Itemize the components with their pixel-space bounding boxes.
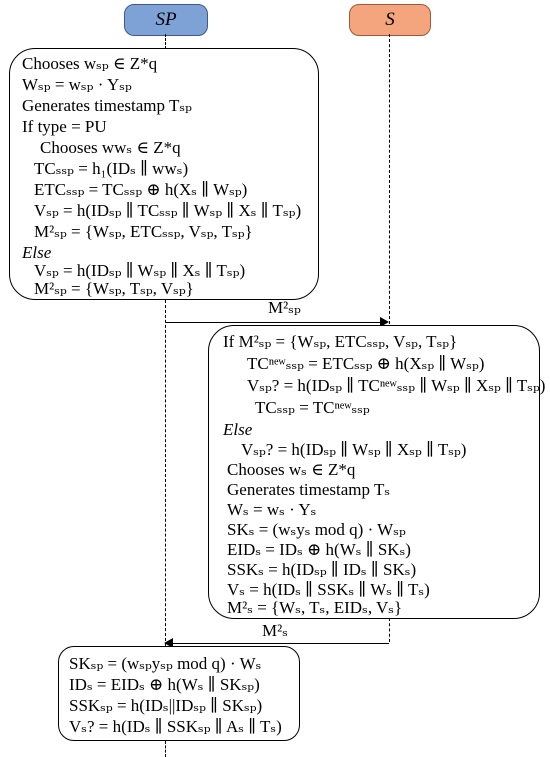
lifeline-sp-mid [165,300,166,646]
box3-line: IDₛ = EIDₛ ⊕ h(Wₛ ∥ SKₛₚ) [69,675,260,694]
box2-line: TCⁿᵉʷₛₛₚ = ETCₛₛₚ ⊕ h(Xₛₚ ∥ Wₛₚ) [247,354,485,373]
box2-line: SKₛ = (wₛyₛ mod q) · Wₛₚ [227,520,406,539]
lifeline-s-bottom [389,618,390,642]
lifeline-s-top [389,34,390,324]
box2-line: Vₛₚ? = h(IDₛₚ ∥ TCⁿᵉʷₛₛₚ ∥ Wₛₚ ∥ Xₛₚ ∥ T… [247,376,546,395]
s-computation-box: If M²ₛₚ = {Wₛₚ, ETCₛₛₚ, Vₛₚ, Tₛₚ} TCⁿᵉʷₛ… [208,325,545,619]
box2-line: Chooses wₛ ∈ Z*q [227,460,356,479]
box2-line: Vₛ = h(IDₛ ∥ SSKₛ ∥ Wₛ ∥ Tₛ) [227,580,430,599]
box2-line: EIDₛ = IDₛ ⊕ h(Wₛ ∥ SKₛ) [227,540,411,559]
lifeline-sp-bottom [165,741,166,757]
box1-line: Wₛₚ = wₛₚ · Yₛₚ [22,75,132,94]
box1-line: Generates timestamp Tₛₚ [22,96,192,115]
message-m2s-label: M²ₛ [262,621,288,640]
box1-line: Vₛₚ = h(IDₛₚ ∥ Wₛₚ ∥ Xₛ ∥ Tₛₚ) [34,261,246,280]
box2-line: SSKₛ = h(IDₛₚ ∥ IDₛ ∥ SKₛ) [227,560,417,579]
box2-line: TCₛₛₚ = TCⁿᵉʷₛₛₚ [255,398,370,417]
box3-line: SKₛₚ = (wₛₚyₛₚ mod q) · Wₛ [69,654,262,673]
box3-line: SSKₛₚ = h(IDₛ||IDₛₚ ∥ SKₛₚ) [69,696,263,715]
box3-line: Vₛ? = h(IDₛ ∥ SSKₛₚ ∥ Aₛ ∥ Tₛ) [69,717,282,736]
box1-line: Vₛₚ = h(IDₛₚ ∥ TCₛₛₚ ∥ Wₛₚ ∥ Xₛ ∥ Tₛₚ) [34,201,302,220]
box1-line: M²ₛₚ = {Wₛₚ, ETCₛₛₚ, Vₛₚ, Tₛₚ} [34,222,253,241]
message-m2s-arrow [164,638,389,648]
box1-line: TCₛₛₚ = h₁(IDₛ ∥ wwₛ) [34,159,189,178]
box1-line: If type = PU [22,117,107,136]
participant-s: S [349,4,431,36]
box2-line: Vₛₚ? = h(IDₛₚ ∥ Wₛₚ ∥ Xₛₚ ∥ Tₛₚ) [241,440,467,459]
box2-line: Wₛ = wₛ · Yₛ [227,500,317,519]
box1-line: Else [22,243,52,262]
box2-line: Generates timestamp Tₛ [227,480,391,499]
box2-line: M²ₛ = {Wₛ, Tₛ, EIDₛ, Vₛ} [227,598,403,617]
participant-s-label: S [385,9,395,30]
participant-sp: SP [124,4,208,36]
lifeline-sp-top [165,34,166,49]
box2-line: If M²ₛₚ = {Wₛₚ, ETCₛₛₚ, Vₛₚ, Tₛₚ} [223,332,458,351]
sp-verification-box: SKₛₚ = (wₛₚyₛₚ mod q) · Wₛ IDₛ = EIDₛ ⊕ … [58,646,300,741]
box1-line: ETCₛₛₚ = TCₛₛₚ ⊕ h(Xₛ ∥ Wₛₚ) [34,180,248,199]
box2-line: Else [223,420,253,439]
message-m2sp-arrow [166,317,389,327]
box1-line: Chooses wₛₚ ∈ Z*q [22,54,158,73]
box1-line: Chooses wwₛ ∈ Z*q [40,138,181,157]
participant-sp-label: SP [155,9,177,30]
sp-computation-box: Chooses wₛₚ ∈ Z*q Wₛₚ = wₛₚ · Yₛₚ Genera… [9,48,319,300]
message-m2sp-label: M²ₛₚ [268,298,301,317]
box1-line: M²ₛₚ = {Wₛₚ, Tₛₚ, Vₛₚ} [34,279,194,298]
